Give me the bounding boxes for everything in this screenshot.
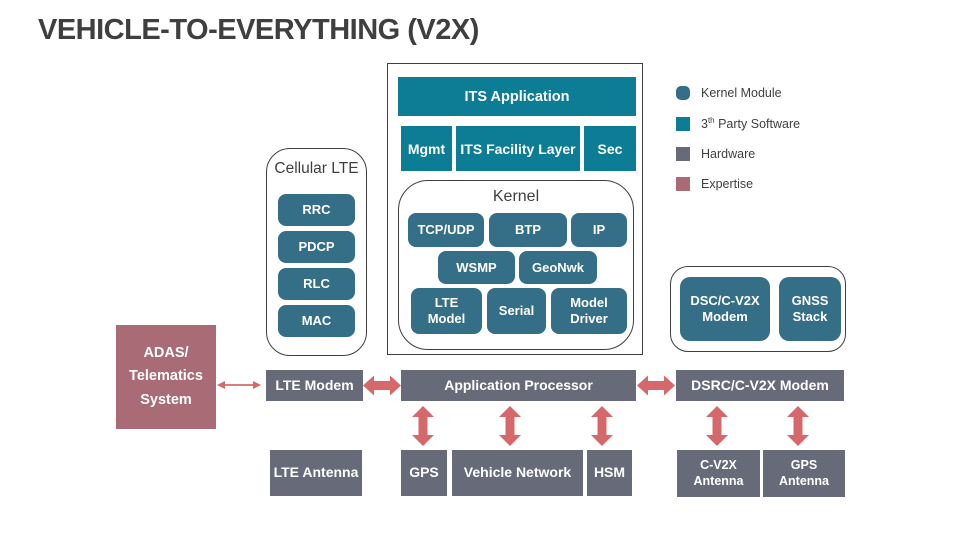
ip-module: IP xyxy=(571,213,627,247)
kernel-module-swatch-icon xyxy=(676,86,690,100)
gps-box: GPS xyxy=(401,450,447,496)
its-facility-layer-box: ITS Facility Layer xyxy=(456,126,580,171)
app-processor-dsrc-double-arrow-icon xyxy=(637,375,675,396)
lte-modem-bar: LTE Modem xyxy=(266,370,363,401)
lte-antenna-box: LTE Antenna xyxy=(270,450,362,496)
mgmt-box: Mgmt xyxy=(401,126,452,171)
cv2x-antenna-box: C-V2X Antenna xyxy=(677,450,760,497)
dsc-cv2x-modem-module: DSC/C-V2X Modem xyxy=(680,277,770,341)
legend-label: Kernel Module xyxy=(701,86,782,100)
expertise-swatch-icon xyxy=(676,177,690,192)
legend-item-3rd-party: 3th Party Software xyxy=(676,116,800,131)
sec-box: Sec xyxy=(584,126,636,171)
pdcp-module: PDCP xyxy=(278,231,355,263)
legend-item-kernel-module: Kernel Module xyxy=(676,86,800,100)
hardware-swatch-icon xyxy=(676,147,690,162)
legend-item-hardware: Hardware xyxy=(676,147,800,162)
application-processor-bar: Application Processor xyxy=(401,370,636,401)
model-driver-module: Model Driver xyxy=(551,288,627,334)
legend: Kernel Module 3th Party Software Hardwar… xyxy=(676,86,800,192)
app-processor-hsm-double-arrow-icon xyxy=(591,406,613,446)
legend-label: Expertise xyxy=(701,177,754,192)
gnss-stack-module: GNSS Stack xyxy=(779,277,841,341)
dsrc-cv2x-antenna-double-arrow-icon xyxy=(706,406,728,446)
vehicle-network-box: Vehicle Network xyxy=(452,450,583,496)
serial-module: Serial xyxy=(487,288,546,334)
rlc-module: RLC xyxy=(278,268,355,300)
dsrc-cv2x-modem-bar: DSRC/C-V2X Modem xyxy=(676,370,844,401)
rrc-module: RRC xyxy=(278,194,355,226)
lte-model-module: LTE Model xyxy=(411,288,482,334)
adas-lte-modem-double-arrow-icon xyxy=(217,381,261,389)
lte-modem-app-processor-double-arrow-icon xyxy=(363,375,401,396)
page-title: VEHICLE-TO-EVERYTHING (V2X) xyxy=(38,14,479,46)
legend-label: Hardware xyxy=(701,147,756,162)
adas-telematics-box: ADAS/ Telematics System xyxy=(116,325,216,429)
wsmp-module: WSMP xyxy=(438,251,515,284)
geonwk-module: GeoNwk xyxy=(519,251,597,284)
kernel-title: Kernel xyxy=(492,188,540,205)
cellular-lte-title: Cellular LTE xyxy=(274,160,359,177)
legend-item-expertise: Expertise xyxy=(676,177,800,192)
legend-label: 3th Party Software xyxy=(701,116,801,132)
dsrc-gps-antenna-double-arrow-icon xyxy=(787,406,809,446)
third-party-swatch-icon xyxy=(676,116,690,131)
its-application-box: ITS Application xyxy=(398,77,636,116)
tcp-udp-module: TCP/UDP xyxy=(408,213,484,247)
gps-antenna-box: GPS Antenna xyxy=(763,450,845,497)
mac-module: MAC xyxy=(278,305,355,337)
hsm-box: HSM xyxy=(587,450,632,496)
app-processor-vehicle-network-double-arrow-icon xyxy=(499,406,521,446)
btp-module: BTP xyxy=(489,213,567,247)
app-processor-gps-double-arrow-icon xyxy=(412,406,434,446)
